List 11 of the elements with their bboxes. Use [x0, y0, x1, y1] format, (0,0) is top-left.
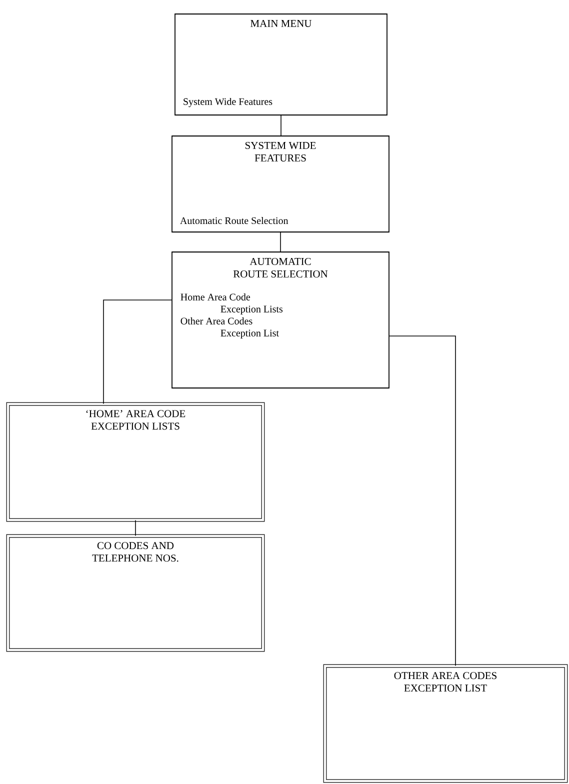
connector-line [135, 520, 136, 536]
connector-line [103, 300, 172, 404]
connector-line [280, 115, 282, 136]
menu-box: SYSTEM WIDE FEATURES Automatic Route Selection [172, 136, 390, 232]
connector-line [389, 336, 456, 666]
menu-box: AUTOMATIC ROUTE SELECTION Home Area Code Exception Lists Other Area Codes Exception List [172, 252, 390, 388]
menu-box: CO CODES AND TELEPHONE NOS. [6, 534, 265, 652]
menu-box: ‘HOME’ AREA CODE EXCEPTION LISTS [6, 402, 265, 522]
menu-box: MAIN MENU System Wide Features [174, 14, 388, 116]
connector-line [280, 232, 281, 252]
menu-box: OTHER AREA CODES EXCEPTION LIST [323, 664, 568, 783]
